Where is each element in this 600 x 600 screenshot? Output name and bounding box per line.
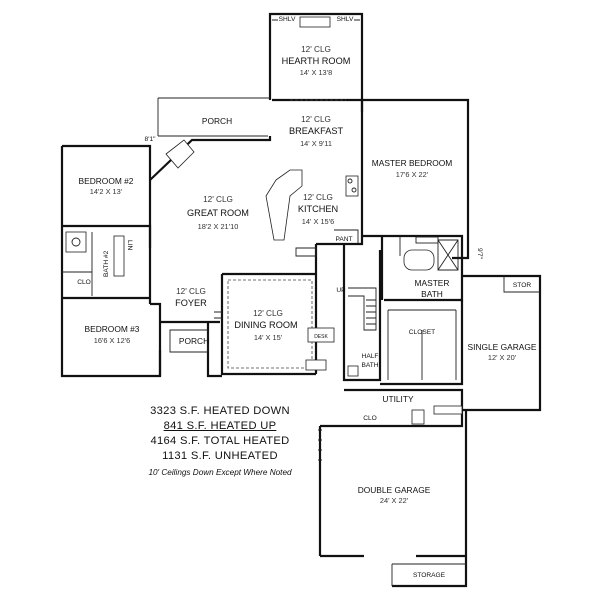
single-garage-dims: 12' X 20' [488, 353, 517, 362]
master-bath-name-line1: MASTER [415, 278, 450, 288]
area-summary: 3323 S.F. HEATED DOWN 841 S.F. HEATED UP… [120, 404, 320, 479]
breakfast-name: BREAKFAST [289, 126, 344, 136]
bedroom2-dims: 14'2 X 13' [90, 187, 123, 196]
hearth-name: HEARTH ROOM [282, 56, 351, 66]
unheated-stat: 1131 S.F. UNHEATED [162, 450, 278, 462]
utility-clo-label: CLO [363, 415, 377, 422]
master-bath-name-line2: BATH [421, 289, 443, 299]
foyer-ceiling: 12' CLG [176, 287, 206, 296]
half-bath-label-line1: HALF [362, 353, 379, 360]
kitchen-dims: 14' X 15'6 [302, 217, 334, 226]
hearth-dims: 14' X 13'8 [300, 68, 332, 77]
double-garage-dims: 24' X 22' [380, 496, 409, 505]
kitchen-name: KITCHEN [298, 204, 338, 214]
bedroom3-dims: 16'6 X 12'6 [94, 336, 131, 345]
room-labels: 12' CLG HEARTH ROOM 14' X 13'8 PORCH 12'… [79, 45, 537, 505]
pantry-label: PANT [335, 236, 352, 243]
kitchen-ceiling: 12' CLG [303, 193, 333, 202]
shlv-left-label: SHLV [279, 16, 296, 23]
dining-dims: 14' X 15' [254, 333, 283, 342]
rear-porch-name: PORCH [202, 116, 232, 126]
dining-name: DINING ROOM [234, 320, 297, 330]
half-bath-label-line2: BATH [361, 362, 378, 369]
fixtures [62, 16, 540, 425]
great-room-ceiling: 12' CLG [203, 195, 233, 204]
walls [60, 12, 542, 588]
total-heated-stat: 4164 S.F. TOTAL HEATED [150, 435, 290, 447]
hearth-ceiling: 12' CLG [301, 45, 331, 54]
bedroom2-name: BEDROOM #2 [79, 176, 134, 186]
clo-label: CLO [77, 279, 91, 286]
dim-81-label: 8'1" [145, 136, 157, 143]
lin-label: LIN [126, 240, 133, 250]
great-room-dims: 18'2 X 21'10 [198, 222, 239, 231]
shlv-right-label: SHLV [337, 16, 354, 23]
front-porch-name: PORCH [179, 336, 209, 346]
utility-name: UTILITY [382, 394, 414, 404]
single-garage-name: SINGLE GARAGE [468, 342, 537, 352]
dim-97-label: 9'7" [476, 248, 483, 260]
breakfast-dims: 14' X 9'11 [300, 139, 332, 148]
desk-label: DESK [314, 334, 328, 340]
dining-ceiling: 12' CLG [253, 309, 283, 318]
ceiling-note: 10' Ceilings Down Except Where Noted [148, 468, 292, 477]
stor-label: STOR [513, 282, 531, 289]
great-room-name: GREAT ROOM [187, 208, 249, 218]
breakfast-ceiling: 12' CLG [301, 115, 331, 124]
heated-down-stat: 3323 S.F. HEATED DOWN [150, 405, 290, 417]
double-garage-name: DOUBLE GARAGE [358, 485, 431, 495]
master-bedroom-name: MASTER BEDROOM [372, 158, 453, 168]
master-bedroom-dims: 17'6 X 22' [396, 170, 429, 179]
bedroom3-name: BEDROOM #3 [85, 324, 140, 334]
heated-up-stat: 841 S.F. HEATED UP [163, 420, 277, 432]
stair-up-label: UP [336, 287, 346, 294]
bath2-name: BATH #2 [103, 250, 110, 277]
foyer-name: FOYER [175, 298, 207, 308]
storage-label: STORAGE [413, 572, 446, 579]
closet-name: CLOSET [409, 329, 435, 336]
small-labels: SHLV SHLV CLO LIN STOR STORAGE PANT HALF… [77, 16, 531, 579]
